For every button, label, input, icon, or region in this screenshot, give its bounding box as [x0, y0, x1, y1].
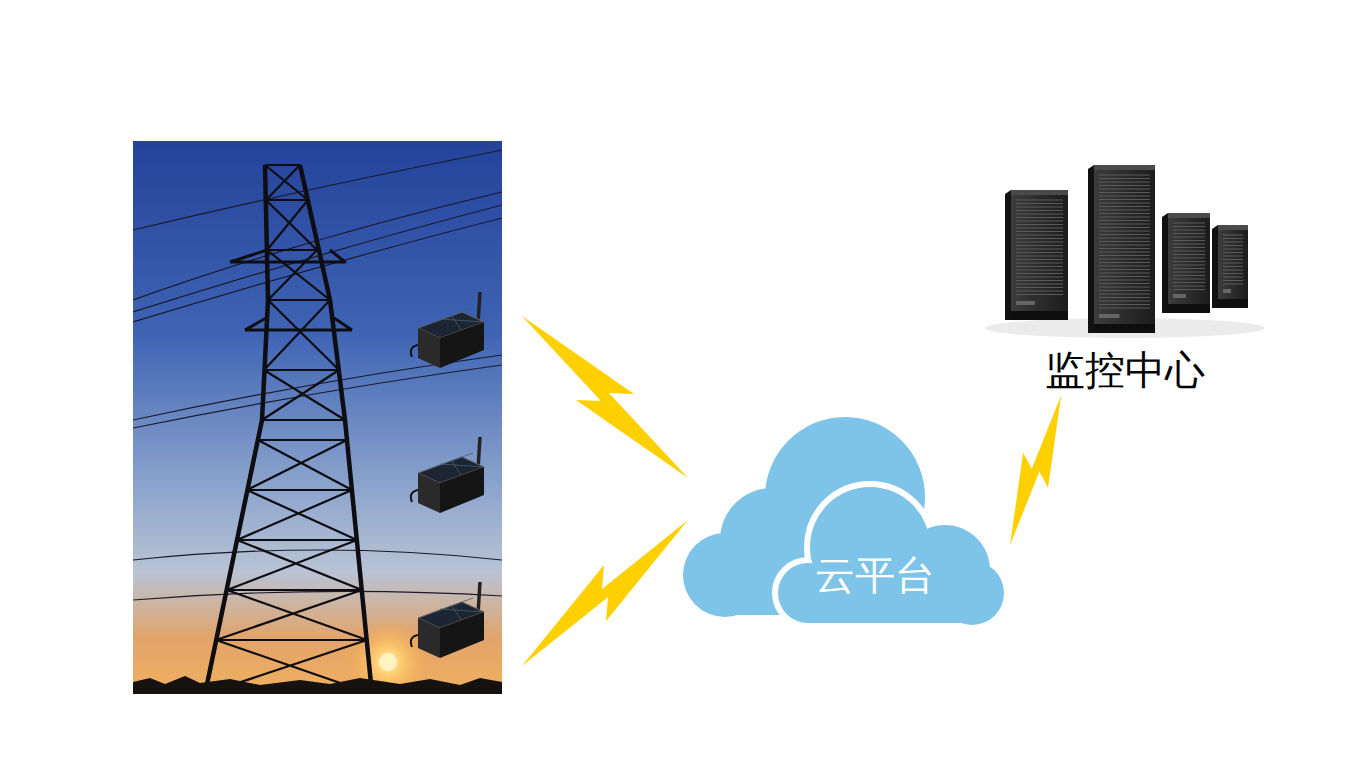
tower-photo [133, 141, 502, 694]
tower-lattice [205, 165, 372, 694]
node-label: 监控中心 [1045, 347, 1205, 393]
sensor-device [411, 292, 484, 658]
node-label: 云平台 [815, 552, 935, 598]
wireless-bolt [522, 316, 688, 666]
cloud-platform: 云平台 [680, 415, 1010, 625]
lightning-bolt [1010, 395, 1061, 545]
wireless-link [1010, 395, 1061, 545]
power-lines [133, 150, 502, 600]
monitoring-center: 监控中心 [1000, 160, 1255, 395]
